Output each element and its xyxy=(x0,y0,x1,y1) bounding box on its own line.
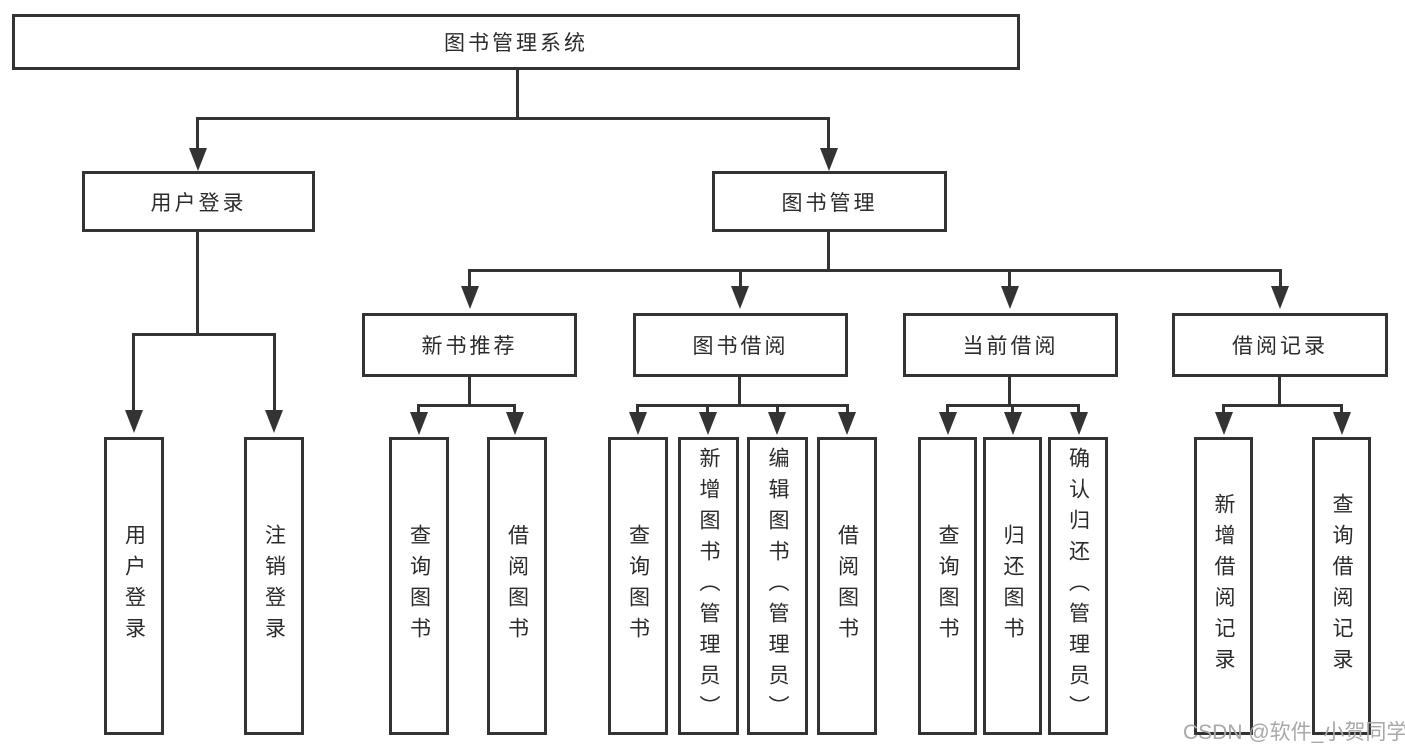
arrow-down-icon xyxy=(768,412,786,435)
connector-vline xyxy=(1077,404,1080,414)
leaf-borrow-books: 借阅图书 xyxy=(487,437,547,735)
leaf-add-books-admin: 新增图书（管理员） xyxy=(678,437,739,735)
connector-hline xyxy=(636,404,849,407)
leaf-label: 查询图书 xyxy=(936,524,959,648)
leaf-label: 用户登录 xyxy=(122,524,146,648)
arrow-down-icon xyxy=(731,286,749,309)
connector-vline xyxy=(468,376,471,407)
node-label: 图书管理系统 xyxy=(444,32,588,55)
arrow-down-icon xyxy=(125,410,143,433)
arrow-down-icon xyxy=(699,412,717,435)
leaf-query-books: 查询图书 xyxy=(608,437,668,735)
connector-vline xyxy=(516,67,519,120)
node-new-book-recommend: 新书推荐 xyxy=(362,313,577,377)
connector-vline xyxy=(468,269,471,288)
arrow-down-icon xyxy=(189,148,207,171)
connector-vline xyxy=(196,231,199,336)
node-current-borrowing: 当前借阅 xyxy=(903,313,1118,377)
arrow-down-icon xyxy=(1001,286,1019,309)
arrow-down-icon xyxy=(1070,412,1088,435)
arrow-down-icon xyxy=(1333,412,1351,435)
node-user-login: 用户登录 xyxy=(82,171,315,232)
node-label: 图书管理 xyxy=(781,191,878,215)
leaf-label: 查询借阅记录 xyxy=(1330,493,1353,679)
connector-vline xyxy=(1340,404,1343,414)
connector-vline xyxy=(636,404,639,414)
connector-hline xyxy=(132,333,276,336)
connector-hline xyxy=(417,404,516,407)
leaf-user-login: 用户登录 xyxy=(104,437,164,735)
arrow-down-icon xyxy=(939,412,957,435)
node-borrowing-records: 借阅记录 xyxy=(1172,313,1388,377)
leaf-label: 查询图书 xyxy=(407,524,431,648)
connector-vline xyxy=(1279,269,1282,288)
leaf-logout: 注销登录 xyxy=(244,437,304,735)
arrow-down-icon xyxy=(820,148,838,171)
arrow-down-icon xyxy=(1215,412,1233,435)
connector-hline xyxy=(468,269,1282,272)
leaf-query-borrow-record: 查询借阅记录 xyxy=(1312,437,1371,735)
arrow-down-icon xyxy=(265,410,283,433)
watermark: CSDN @软件_小贺同学 xyxy=(1183,721,1405,744)
node-label: 图书借阅 xyxy=(692,335,789,358)
connector-vline xyxy=(827,231,830,272)
connector-vline xyxy=(827,117,830,151)
leaf-label: 借阅图书 xyxy=(835,524,859,648)
connector-vline xyxy=(946,404,949,414)
arrow-down-icon xyxy=(461,286,479,309)
leaf-label: 归还图书 xyxy=(1001,524,1024,648)
arrow-down-icon xyxy=(410,412,428,435)
connector-vline xyxy=(776,404,779,414)
arrow-down-icon xyxy=(1004,412,1022,435)
connector-vline xyxy=(738,376,741,407)
leaf-label: 确认归还（管理员） xyxy=(1066,446,1090,726)
node-library-system: 图书管理系统 xyxy=(12,14,1020,70)
node-book-management: 图书管理 xyxy=(712,171,947,232)
connector-vline xyxy=(1222,404,1225,414)
leaf-label: 借阅图书 xyxy=(505,524,529,648)
node-label: 用户登录 xyxy=(150,191,247,215)
connector-vline xyxy=(273,333,276,412)
node-book-borrowing: 图书借阅 xyxy=(633,313,848,377)
connector-vline xyxy=(513,404,516,414)
node-label: 当前借阅 xyxy=(962,335,1059,358)
arrow-down-icon xyxy=(1271,286,1289,309)
leaf-borrow-books: 借阅图书 xyxy=(817,437,877,735)
connector-hline xyxy=(1222,404,1343,407)
leaf-label: 注销登录 xyxy=(262,524,286,648)
connector-vline xyxy=(1011,404,1014,414)
leaf-edit-books-admin: 编辑图书（管理员） xyxy=(747,437,808,735)
leaf-label: 查询图书 xyxy=(626,524,650,648)
leaf-return-books: 归还图书 xyxy=(983,437,1042,735)
leaf-confirm-return-admin: 确认归还（管理员） xyxy=(1048,437,1108,735)
connector-vline xyxy=(1008,376,1011,407)
leaf-query-books: 查询图书 xyxy=(918,437,977,735)
connector-vline xyxy=(196,117,199,151)
leaf-add-borrow-record: 新增借阅记录 xyxy=(1194,437,1253,735)
node-label: 借阅记录 xyxy=(1232,335,1328,358)
connector-vline xyxy=(1278,376,1281,407)
leaf-label: 新增借阅记录 xyxy=(1212,493,1235,679)
connector-vline xyxy=(846,404,849,414)
leaf-label: 编辑图书（管理员） xyxy=(766,446,789,726)
connector-vline xyxy=(739,269,742,288)
connector-vline xyxy=(1008,269,1011,288)
node-label: 新书推荐 xyxy=(421,335,518,358)
arrow-down-icon xyxy=(838,412,856,435)
arrow-down-icon xyxy=(506,412,524,435)
connector-vline xyxy=(132,333,135,412)
arrow-down-icon xyxy=(629,412,647,435)
leaf-label: 新增图书（管理员） xyxy=(697,446,720,726)
connector-vline xyxy=(417,404,420,414)
connector-vline xyxy=(706,404,709,414)
leaf-query-books: 查询图书 xyxy=(389,437,449,735)
connector-hline xyxy=(196,117,830,120)
